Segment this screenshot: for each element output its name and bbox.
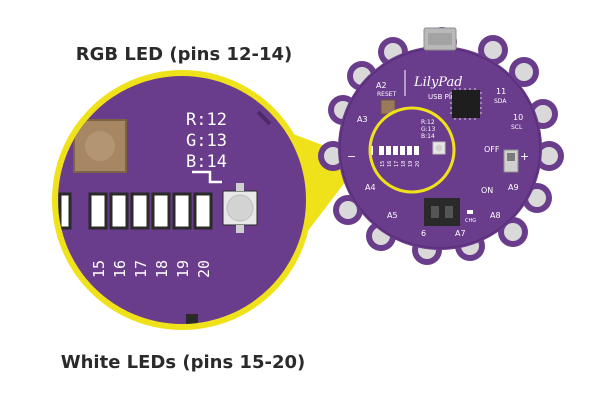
magnified-white-leds (58, 192, 213, 230)
label-10: 10 (513, 113, 523, 122)
magnified-led-num-15: 15 (90, 260, 108, 278)
magnified-view: R:12 G:13 B:14 15 16 17 18 19 20 (52, 70, 312, 330)
magnified-rgb-pin-b: B:14 (186, 152, 227, 172)
rgb-led-caption: RGB LED (pins 12-14) (75, 44, 293, 65)
magnified-led-num-20: 20 (195, 260, 213, 278)
board-led-num: 18 (401, 161, 407, 167)
board-led-num: 16 (387, 161, 393, 167)
label-a5: A5 (387, 211, 398, 220)
label-a6: 6 (421, 229, 426, 238)
label-a4: A4 (365, 183, 376, 192)
label-a3: A3 (357, 115, 368, 124)
magnified-led-num-17: 17 (132, 260, 150, 278)
board-rgb-pin-g: G:13 (421, 126, 435, 133)
label-sda: SDA (494, 98, 507, 105)
board-led-num: 17 (394, 161, 400, 167)
lilypad-board: LilyPad USB Plus RESET A2 A3 − A4 A5 6 A… (318, 27, 564, 265)
board-rgb-pin-r: R:12 (421, 119, 435, 126)
magnified-rgb-pin-g: G:13 (186, 131, 227, 151)
label-plus: + (520, 150, 529, 163)
magnified-led-num-19: 19 (174, 260, 192, 278)
board-led-num: 20 (415, 161, 421, 167)
board-led-num: 15 (380, 161, 386, 167)
board-logo: LilyPad (413, 75, 463, 90)
white-leds-caption: White LEDs (pins 15-20) (60, 352, 306, 373)
label-on: ON (481, 186, 493, 195)
magnified-led-numbers: 15 16 17 18 19 20 (90, 260, 213, 278)
label-a2: A2 (376, 81, 387, 90)
label-off: OFF (484, 145, 500, 154)
label-minus: − (347, 150, 356, 163)
magnified-led-num-18: 18 (153, 260, 171, 278)
label-chg: CHG (465, 218, 476, 224)
board-rgb-pin-b: B:14 (421, 133, 435, 140)
magnified-led-num-16: 16 (111, 260, 129, 278)
label-a7: A7 (455, 229, 466, 238)
board-led-num: 19 (408, 161, 414, 167)
board-white-leds (379, 146, 419, 155)
chg-led (467, 210, 473, 214)
magnified-rgb-pin-r: R:12 (186, 110, 227, 130)
label-a9: A9 (508, 183, 519, 192)
board-logo-sub: USB Plus (428, 93, 459, 101)
microcontroller-chip (452, 90, 480, 118)
label-scl: SCL (511, 124, 523, 131)
label-a8: A8 (490, 211, 501, 220)
board-highlight-ring (368, 106, 456, 194)
label-reset: RESET (377, 91, 397, 98)
battery-connector (424, 198, 460, 226)
board-led-numbers: 15 16 17 18 19 20 (380, 161, 421, 167)
rgb-bracket (192, 170, 222, 184)
label-11: 11 (496, 87, 506, 96)
